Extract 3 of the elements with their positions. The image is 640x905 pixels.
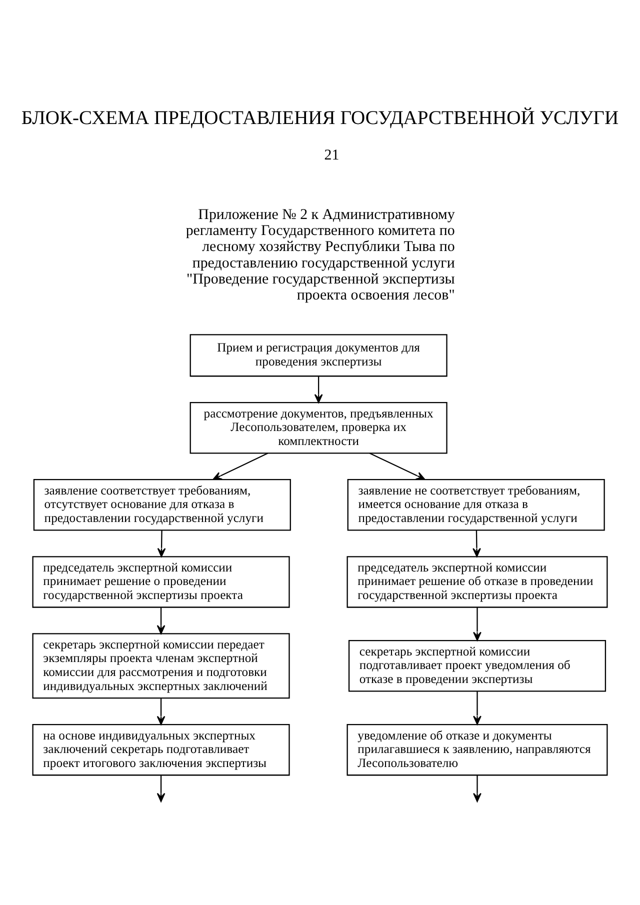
diagram-title: БЛОК-СХЕМА ПРЕДОСТАВЛЕНИЯ ГОСУДАРСТВЕННОЙ УСЛУГИ [21, 107, 619, 128]
label: 21 [324, 146, 340, 163]
label: Приложение № 2 к Административному регламенту Государственного комитета по лесному хозяйству Республики Тыва по предоставлению государственной услуги "Проведение государственной экспертизы проекта освоения лесов" [186, 206, 455, 304]
